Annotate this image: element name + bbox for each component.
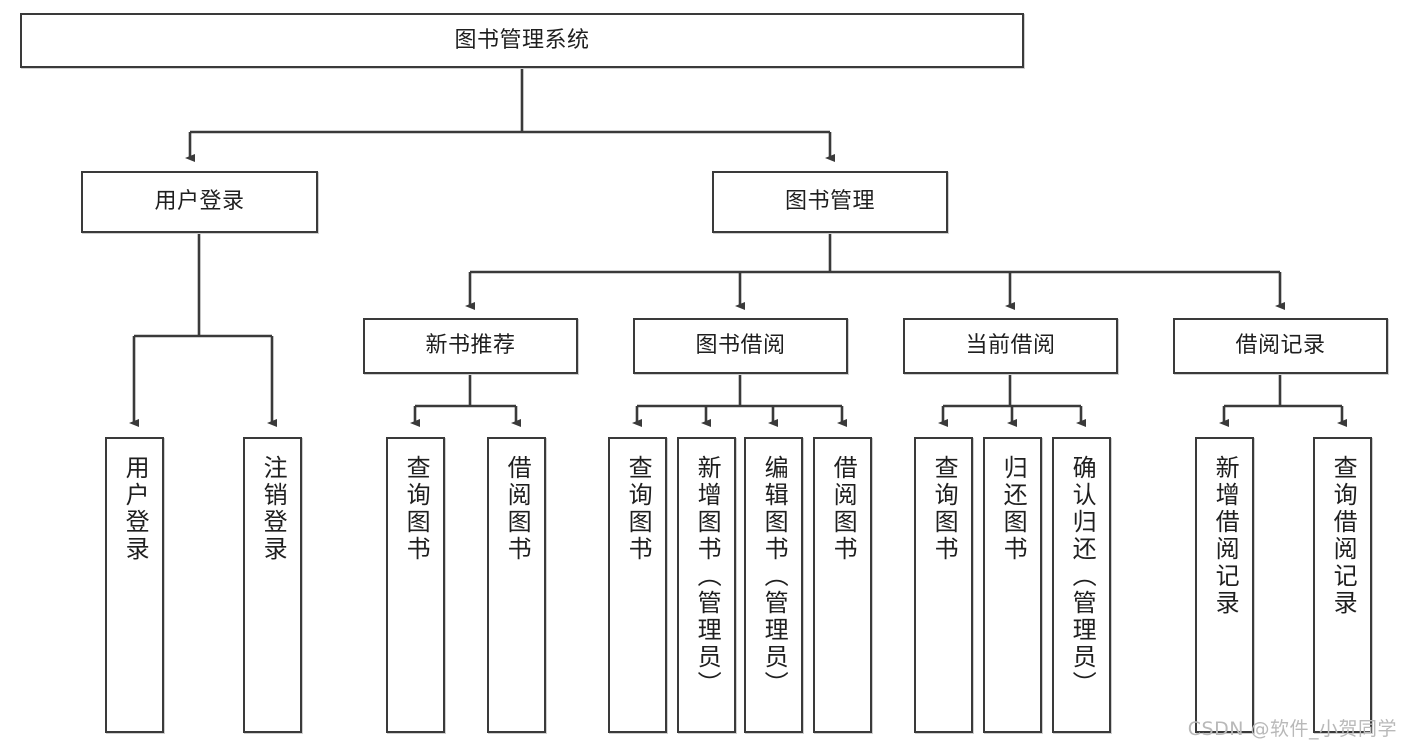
node-label: 借阅图书 [829,455,858,563]
node-leaf-logout[interactable]: 注销登录 [243,437,302,733]
watermark: CSDN @软件_小贺同学 [1187,718,1397,740]
node-leaf-return-book[interactable]: 归还图书 [983,437,1042,733]
node-leaf-user-login[interactable]: 用户登录 [105,437,164,733]
node-leaf-query-borrow-record[interactable]: 查询借阅记录 [1313,437,1372,733]
node-label: 图书借阅 [695,333,786,359]
node-leaf-borrow-book-recommend[interactable]: 借阅图书 [487,437,546,733]
node-leaf-add-borrow-record[interactable]: 新增借阅记录 [1195,437,1254,733]
node-label: 当前借阅 [965,333,1056,359]
node-label: 查询图书 [402,455,431,563]
node-user-login[interactable]: 用户登录 [81,171,318,233]
node-leaf-query-book-current[interactable]: 查询图书 [914,437,973,733]
node-label: 确认归还（管理员） [1068,455,1097,698]
node-label: 新增图书（管理员） [693,455,722,698]
node-label: 查询图书 [624,455,653,563]
node-root-book-management-system[interactable]: 图书管理系统 [20,13,1024,68]
node-label: 借阅记录 [1235,333,1326,359]
node-borrow-record[interactable]: 借阅记录 [1173,318,1388,374]
node-label: 编辑图书（管理员） [760,455,789,698]
node-label: 借阅图书 [503,455,532,563]
node-label: 注销登录 [259,455,288,563]
node-leaf-query-book-recommend[interactable]: 查询图书 [386,437,445,733]
node-new-book-recommend[interactable]: 新书推荐 [363,318,578,374]
node-leaf-query-book-borrow[interactable]: 查询图书 [608,437,667,733]
node-book-management[interactable]: 图书管理 [712,171,948,233]
node-label: 图书管理 [784,189,875,215]
node-label: 查询图书 [930,455,959,563]
node-leaf-borrow-book[interactable]: 借阅图书 [813,437,872,733]
node-leaf-add-book-admin[interactable]: 新增图书（管理员） [677,437,736,733]
node-leaf-edit-book-admin[interactable]: 编辑图书（管理员） [744,437,803,733]
node-leaf-confirm-return-admin[interactable]: 确认归还（管理员） [1052,437,1111,733]
node-label: 新增借阅记录 [1211,455,1240,617]
node-label: 图书管理系统 [454,27,590,53]
node-label: 新书推荐 [425,333,516,359]
node-label: 查询借阅记录 [1329,455,1358,617]
node-book-borrow[interactable]: 图书借阅 [633,318,848,374]
node-label: 归还图书 [999,455,1028,563]
node-current-borrow[interactable]: 当前借阅 [903,318,1118,374]
node-label: 用户登录 [154,189,245,215]
node-label: 用户登录 [121,455,150,563]
